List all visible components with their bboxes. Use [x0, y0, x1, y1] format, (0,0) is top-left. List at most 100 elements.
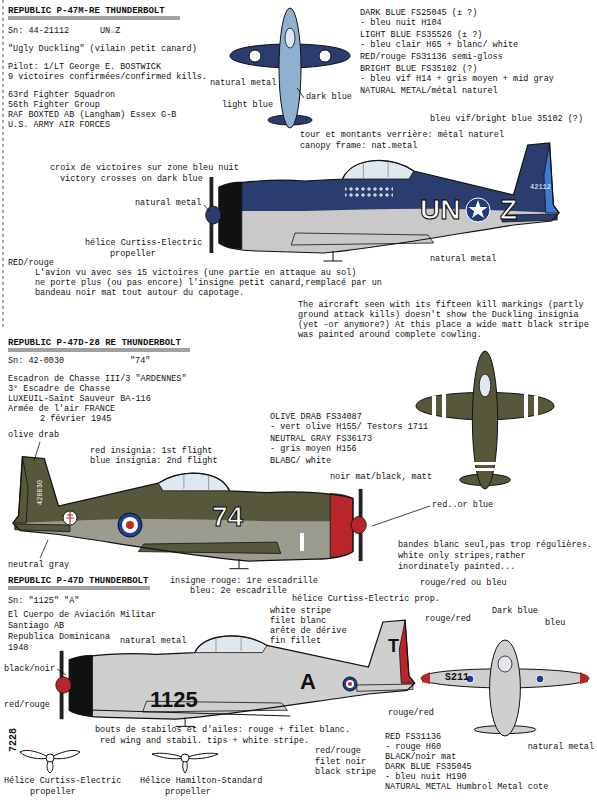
note-label: ne porte plus (ou pas encore) l'insigne …: [35, 278, 382, 288]
note-label: Sn: "1125" "A": [8, 596, 79, 606]
note-label: bleu vif/bright blue 35102 (?): [430, 114, 583, 124]
note-label: L'avion vu avec ses 15 victoires (une pa…: [35, 268, 356, 278]
side-profile: [206, 143, 559, 261]
note-label: dark blue: [306, 92, 352, 102]
note-label: Republica Dominicana: [8, 632, 110, 642]
sheet-heading: REPUBLIC P-47D-28 RE THUNDERBOLT: [8, 338, 181, 348]
note-label: olive drab: [8, 430, 59, 440]
note-label: bouts de stabilos et d'ailes: rouge + fi…: [95, 725, 350, 735]
note-label: Santiago AB: [8, 621, 64, 631]
note-label: RED/rouge FS31136 semi-gloss: [360, 52, 503, 62]
serial-marking: 420030: [36, 480, 44, 505]
note-label: - bleu nuit H104: [360, 18, 442, 28]
note-label: black/noir: [4, 664, 55, 674]
note-label: Escadron de Chasse III/3 "ARDENNES": [8, 374, 187, 384]
note-label: tour et montants verrière: métal naturel: [300, 130, 504, 140]
note-label: Dark blue: [492, 606, 538, 616]
fuselage-stripe: [300, 533, 304, 551]
note-label: - bleu vif H14 + gris moyen + mid gray: [360, 74, 554, 84]
note-label: RAF BOXTED AB (Langham) Essex G-B: [8, 110, 176, 120]
note-label: natural metal: [135, 198, 201, 208]
note-label: - bleu nuit H190: [385, 772, 467, 782]
note-label: - bleu clair H65 + blanc/ white: [360, 40, 518, 50]
note-label: U.S. ARMY AIR FORCES: [8, 120, 110, 130]
note-label: red/rouge: [4, 700, 50, 710]
note-label: insigne rouge: 1re escadrille: [170, 576, 318, 586]
note-label: - rouge H60: [385, 742, 441, 752]
margin-rule: [3, 0, 4, 330]
note-label: El Cuerpo de Aviación Militar: [8, 610, 156, 620]
note-label: BLACK/noir mat: [385, 752, 456, 762]
sheet-number: 7228: [8, 728, 19, 752]
note-label: NATURAL METAL/métal naturel: [360, 86, 498, 96]
note-label: 2 février 1945: [40, 414, 111, 424]
code-letter: T: [388, 636, 399, 656]
note-label: Sn: 42-0030: [8, 356, 64, 366]
top-view: [230, 8, 350, 128]
note-label: propeller: [165, 787, 211, 797]
note-label: filet blanc: [270, 616, 326, 626]
side-profile: [13, 457, 366, 569]
hamilton-propeller: [152, 753, 218, 773]
note-label: 56th Fighter Group: [8, 100, 100, 110]
note-label: red wing and stabil. tips + white stripe…: [100, 736, 309, 746]
victory-crosses: [345, 186, 393, 198]
star-insignia: [466, 198, 490, 222]
note-label: black stripe: [315, 767, 376, 777]
note-label: bleu: [545, 618, 565, 628]
note-label: rouge/red: [425, 614, 471, 624]
note-label: BRIGHT BLUE FS35102 (?): [360, 64, 477, 74]
note-label: inordinately painted...: [398, 562, 515, 572]
note-label: Armée de l'air FRANCE: [8, 404, 115, 414]
note-label: - vert olive H155/ Testors 1711: [270, 422, 428, 432]
note-label: was painted around complete cowling.: [298, 330, 482, 340]
note-label: UN☆Z: [100, 26, 120, 36]
note-label: bandeau noir mat tout autour du capotage…: [35, 288, 244, 298]
note-label: red/rouge: [315, 746, 361, 756]
serial-marking: 42112: [530, 183, 551, 191]
wing-insignia: [249, 50, 331, 62]
note-label: NEUTRAL GRAY FS36173: [270, 434, 372, 444]
top-view: [416, 351, 554, 489]
wing-marking: S211: [445, 672, 469, 683]
note-label: bandes blanc seul,pas trop régulières.: [398, 540, 592, 550]
note-label: natural metal: [430, 254, 496, 264]
note-label: BLABC/ white: [270, 456, 331, 466]
note-label: arête de dérive: [270, 626, 347, 636]
note-label: white only stripes,rather: [398, 551, 526, 561]
wing-tips: [422, 672, 588, 684]
note-label: LIGHT BLUE FS35526 (± ?): [360, 30, 482, 40]
code-letter: 74: [212, 502, 243, 532]
note-label: OLIVE DRAB FS34087: [270, 412, 362, 422]
sheet-heading: REPUBLIC P-47D THUNDERBOLT: [8, 576, 148, 586]
note-label: canopy frame: nat.metal: [300, 141, 417, 151]
bottom-view: [421, 640, 589, 736]
note-label: rouge/red ou bleu: [420, 578, 507, 588]
note-label: The aircraft seen with its fifteen kill …: [298, 300, 584, 310]
note-label: hélice Curtiss-Electric: [85, 238, 202, 248]
note-label: neutral gray: [8, 560, 69, 570]
code-letter: A: [300, 670, 316, 694]
note-label: fin fillet: [270, 636, 321, 646]
note-label: Sn: 44-21112: [8, 26, 69, 36]
note-label: noir mat/black, matt: [330, 472, 432, 482]
roundel: [118, 513, 142, 537]
cockade: [343, 677, 357, 691]
note-label: (yet -or anymore?) At this place a wide …: [298, 320, 589, 330]
curtiss-propeller: [20, 750, 80, 773]
note-label: LUXEUIL-Saint Sauveur BA-116: [8, 394, 151, 404]
note-label: RED/rouge: [8, 258, 54, 268]
note-label: "74": [130, 356, 150, 366]
note-label: red insignia: 1st flight: [90, 446, 212, 456]
note-label: bleu: 2e escadrille: [190, 586, 287, 596]
note-label: 1948: [8, 643, 28, 653]
note-label: white stripe: [270, 606, 331, 616]
note-label: ground attack kills) doesn't show the Du…: [298, 310, 579, 320]
invasion-stripes: [432, 394, 538, 471]
note-label: natural metal: [528, 742, 594, 752]
note-label: Hélice Hamilton-Standard: [140, 776, 262, 786]
note-label: NATURAL METAL Humbrol Metal cote: [385, 782, 548, 792]
note-label: DARK BLUE FS35045: [385, 762, 472, 772]
note-label: propeller: [110, 249, 156, 259]
note-label: red..or blue: [432, 500, 493, 510]
